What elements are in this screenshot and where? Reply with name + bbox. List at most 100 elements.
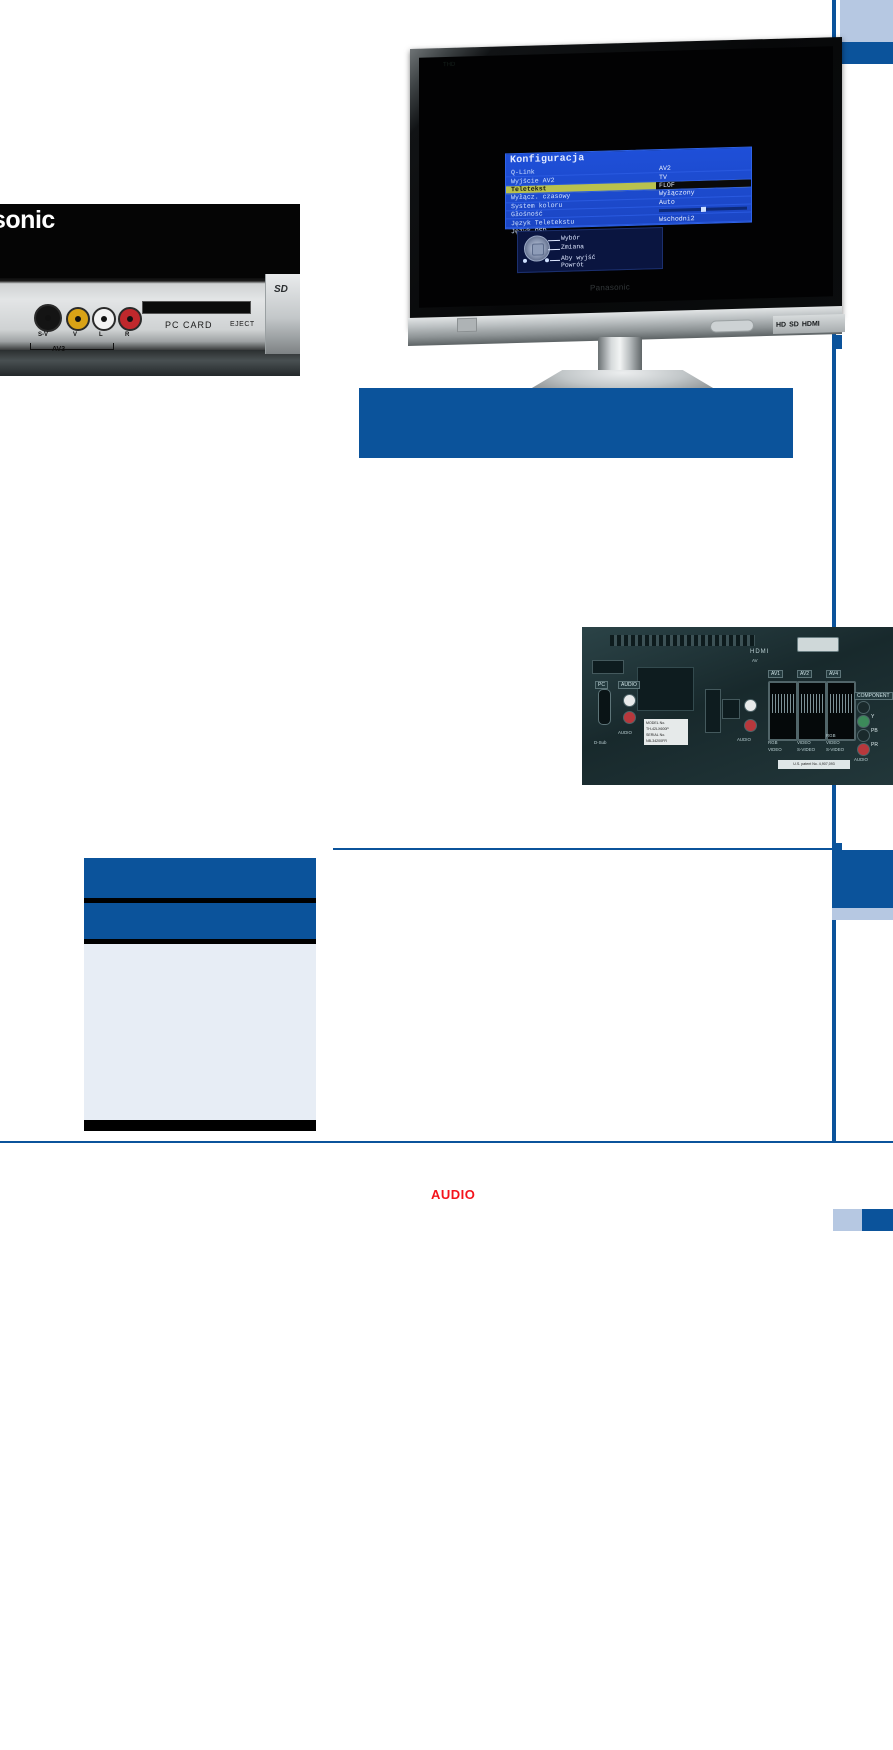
component-label-pr: PR — [871, 742, 878, 748]
hint-back-label: Powrót — [561, 261, 585, 269]
badge-sd: SD — [789, 320, 799, 329]
footer-brand-audio: AUDIO — [431, 1187, 476, 1202]
component-jack-y — [857, 701, 870, 714]
tv-bezel-control-strip[interactable] — [710, 319, 754, 333]
av4-note-svideo: S-VIDEO — [826, 747, 845, 752]
rear-recess-center — [637, 667, 694, 711]
hint-leader-exit — [550, 259, 560, 262]
ventilation-grille — [610, 635, 755, 646]
sidebar-icon-footer-block — [832, 908, 893, 920]
component-label-y: Y — [871, 714, 875, 720]
scart-connector-av4 — [826, 681, 856, 741]
osd-label: Głośność — [511, 210, 543, 219]
pc-card-slot — [142, 301, 251, 314]
tv-bezel-button[interactable] — [457, 317, 477, 333]
rear-audio-right-jack — [623, 711, 636, 724]
specification-table — [84, 858, 316, 1131]
rear-recess-upper — [592, 660, 624, 674]
sidebar-icon-block — [832, 850, 893, 908]
hdmi-label: HDMI — [750, 649, 770, 655]
rear-clamp — [722, 699, 740, 719]
pc-audio-note: AUDIO — [618, 730, 632, 735]
sticker-line-4: NB-34200FR — [646, 739, 667, 743]
osd-value: Wschodni2 — [659, 214, 695, 223]
hint-change-label: Zmiana — [561, 243, 585, 251]
av1-note-rgb: RGB — [768, 740, 778, 745]
component-audio-label: AUDIO — [854, 757, 868, 762]
av1-note-video: VIDEO — [768, 747, 782, 752]
page-bottom-rule — [0, 1141, 893, 1143]
svideo-jack — [34, 304, 62, 332]
hint-leader-change — [548, 248, 560, 251]
osd-row-list: Q-Link AV2 Wyjście AV2 TV Teletekst FLOF… — [506, 162, 751, 236]
scart-tag-av4: AV4 — [826, 670, 842, 678]
right-rail-accent-band — [840, 42, 893, 64]
right-tab-marker-upper — [832, 335, 842, 349]
osd-navigation-hint-panel: Wybór Zmiana Aby wyjść Powrót — [517, 227, 663, 274]
component-audio-jack — [857, 743, 870, 756]
osd-adjust-arrows-icon: ◄► — [728, 180, 737, 187]
av-audio-right-jack — [744, 719, 757, 732]
footer-block-dark — [862, 1209, 893, 1231]
jack-label-r: R — [125, 332, 130, 338]
table-header-secondary — [84, 903, 316, 939]
audio-tag: AUDIO — [618, 681, 640, 689]
osd-menu-panel: Konfiguracja Q-Link AV2 Wyjście AV2 TV T… — [505, 146, 752, 235]
av4-note-rgb: RGB — [826, 733, 836, 738]
right-vertical-rule — [832, 0, 836, 1141]
osd-value: TV — [659, 173, 667, 181]
badge-hd: HD — [776, 321, 787, 329]
dsub-note: D-Sub — [594, 740, 607, 745]
table-header-primary — [84, 858, 316, 898]
patent-notice: U.S. patent No. 4,907,093 — [778, 760, 850, 769]
side-connector-panel-photo: sonic S-V V L R AV3 PC CARD EJECT SD — [0, 204, 300, 376]
sticker-line-2: TH-42LX600P — [646, 727, 669, 731]
osd-value: AV2 — [659, 164, 671, 173]
osd-label: Q-Link — [511, 168, 535, 177]
osd-volume-slider[interactable] — [659, 206, 747, 213]
scart-connector-av2 — [797, 681, 827, 741]
jack-label-l: L — [99, 332, 103, 338]
osd-title: Konfiguracja — [510, 153, 585, 167]
panasonic-logo-partial: sonic — [0, 206, 55, 234]
av3-group-brace — [30, 343, 114, 350]
component-jack-pb — [857, 715, 870, 728]
footer-block-light — [833, 1209, 862, 1231]
television-photo: THD Panasonic Konfiguracja Q-Link AV2 Wy… — [405, 36, 847, 398]
component-tag: COMPONENT — [854, 692, 893, 700]
table-header-divider — [84, 898, 316, 903]
av2-note-video: VIDEO — [797, 740, 811, 745]
tv-feature-badges: HD SD HDMI — [773, 313, 845, 335]
osd-value: FLOF — [659, 181, 675, 190]
osd-label: Teletekst — [511, 185, 547, 194]
jack-label-v: V — [73, 332, 78, 338]
sticker-line-3: SERIAL No. — [646, 733, 666, 737]
tv-brand-label: Panasonic — [590, 282, 631, 293]
rear-terminal-bank — [705, 689, 721, 733]
osd-label: System koloru — [511, 201, 563, 211]
table-body — [84, 944, 316, 1120]
audio-right-jack — [118, 307, 142, 331]
osd-value: Wyłączony — [659, 189, 695, 198]
blue-callout-box — [359, 388, 793, 458]
hint-leader-select — [548, 239, 560, 242]
right-rail-top-block — [840, 0, 893, 42]
osd-value: Auto — [659, 198, 675, 206]
av4-note-video: VIDEO — [826, 740, 840, 745]
tv-front-black-face — [0, 204, 300, 278]
tv-stand-neck — [598, 337, 642, 375]
model-serial-sticker: MODEL No. TH-42LX600P SERIAL No. NB-3420… — [644, 719, 688, 745]
tv-screen-faint-text: THD — [443, 61, 456, 69]
hint-dot-back — [545, 258, 549, 263]
osd-label: Wyjście AV2 — [511, 176, 555, 185]
hint-select-label: Wybór — [561, 234, 581, 242]
osd-label: Wyłącz. czasowy — [511, 192, 571, 202]
table-footer-bar — [84, 1120, 316, 1131]
rear-audio-left-jack — [623, 694, 636, 707]
sticker-line-1: MODEL No. — [646, 721, 666, 725]
av-audio-left-jack — [744, 699, 757, 712]
connector-panel-lower-edge — [0, 350, 300, 376]
pc-dsub-connector — [598, 689, 611, 725]
av2-note-svideo: S-VIDEO — [797, 747, 816, 752]
sd-logo: SD — [274, 284, 288, 295]
